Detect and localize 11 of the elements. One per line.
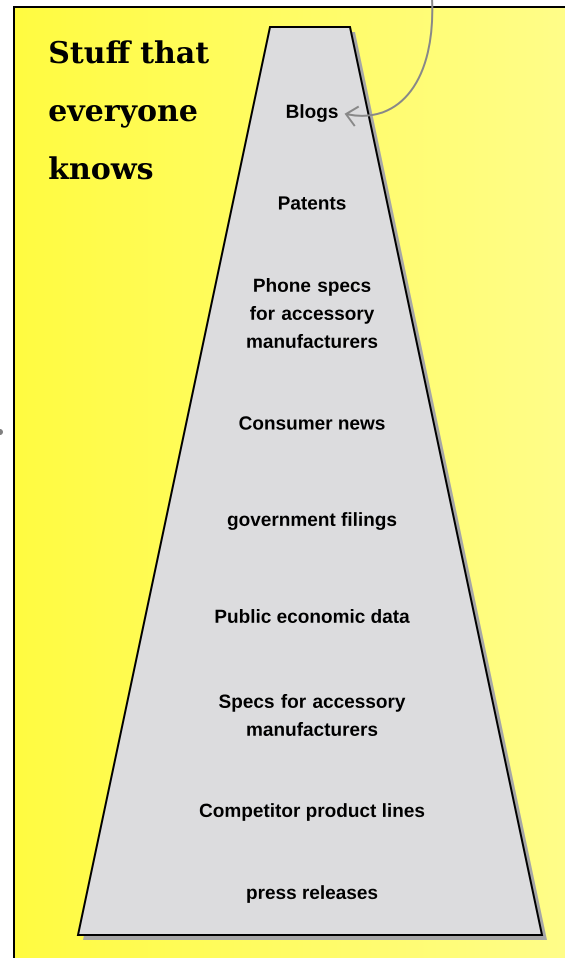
item-label: Blogs bbox=[286, 104, 338, 122]
arrow bbox=[344, 0, 434, 127]
item-label: Specs for accessory manufacturers bbox=[219, 694, 406, 736]
item-label: press releases bbox=[247, 885, 378, 903]
item-label: Consumer news bbox=[239, 416, 385, 430]
item-label: Public economic data bbox=[216, 609, 410, 623]
item-label: Patents bbox=[278, 196, 346, 210]
title: Stuff that everyone knows bbox=[49, 40, 209, 180]
item-label: government filings bbox=[228, 512, 396, 530]
item-label: Phone specs for accessory manufacturers bbox=[247, 278, 378, 348]
item-label: Competitor product lines bbox=[200, 803, 424, 821]
